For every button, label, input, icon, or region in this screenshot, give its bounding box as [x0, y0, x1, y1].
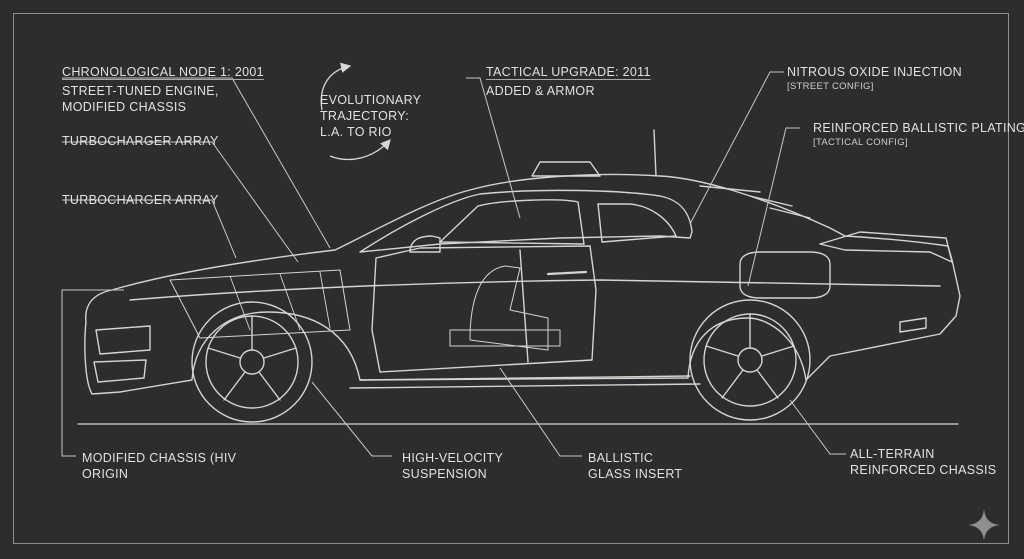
tactical-callout: TACTICAL UPGRADE: 2011 ADDED & ARMOR [486, 64, 651, 99]
trajectory-line3: L.A. TO RIO [320, 125, 392, 139]
trajectory-callout: EVOLUTIONARY TRAJECTORY: L.A. TO RIO [320, 92, 421, 140]
glass-callout: BALLISTIC GLASS INSERT [588, 450, 682, 482]
suspension-callout: HIGH-VELOCITY SUSPENSION [402, 450, 503, 482]
plating-sub: [TACTICAL CONFIG] [813, 137, 908, 148]
roof-pod [531, 161, 601, 177]
front-wheel [191, 301, 313, 423]
chassis-line1: MODIFIED CHASSIS (HIV [82, 451, 237, 465]
terrain-line2: REINFORCED CHASSIS [850, 463, 997, 477]
nitrous-callout: NITROUS OXIDE INJECTION [STREET CONFIG] [787, 64, 962, 93]
turbo-callout-2: TURBOCHARGER ARRAY [62, 193, 219, 207]
tactical-sub: ADDED & ARMOR [486, 84, 595, 98]
plating-title: REINFORCED BALLISTIC PLATING [813, 121, 1024, 135]
glass-line2: GLASS INSERT [588, 467, 683, 481]
chassis-callout: MODIFIED CHASSIS (HIV ORIGIN [82, 450, 236, 482]
terrain-callout: ALL-TERRAIN REINFORCED CHASSIS [850, 446, 996, 478]
rear-spoiler [819, 231, 953, 263]
nitrous-tank [739, 251, 831, 299]
trajectory-line1: EVOLUTIONARY [320, 93, 422, 107]
node1-title: CHRONOLOGICAL NODE 1: 2001 [62, 65, 264, 79]
suspension-line1: HIGH-VELOCITY [402, 451, 504, 465]
tactical-title: TACTICAL UPGRADE: 2011 [486, 65, 651, 79]
rear-wheel [689, 299, 811, 421]
nitrous-title: NITROUS OXIDE INJECTION [787, 65, 962, 79]
chassis-line2: ORIGIN [82, 467, 129, 481]
nitrous-sub: [STREET CONFIG] [787, 81, 874, 92]
turbo-callout-1: TURBOCHARGER ARRAY [62, 134, 219, 148]
glass-line1: BALLISTIC [588, 451, 654, 465]
side-mirror [409, 235, 441, 253]
plating-callout: REINFORCED BALLISTIC PLATING [TACTICAL C… [813, 120, 1024, 149]
blueprint-frame [13, 13, 1009, 544]
curved-arrows-icon [320, 62, 391, 161]
suspension-line2: SUSPENSION [402, 467, 487, 481]
trajectory-line2: TRAJECTORY: [320, 109, 409, 123]
side-window [439, 199, 585, 245]
node1-line1: STREET-TUNED ENGINE, [62, 84, 219, 98]
node1-line2: MODIFIED CHASSIS [62, 100, 187, 114]
door-outline [371, 245, 597, 373]
terrain-line1: ALL-TERRAIN [850, 447, 935, 461]
car-body-outline [84, 173, 961, 395]
sparkle-icon [968, 509, 1000, 541]
leader-lines [61, 71, 846, 457]
node1-callout: CHRONOLOGICAL NODE 1: 2001 STREET-TUNED … [62, 64, 264, 115]
